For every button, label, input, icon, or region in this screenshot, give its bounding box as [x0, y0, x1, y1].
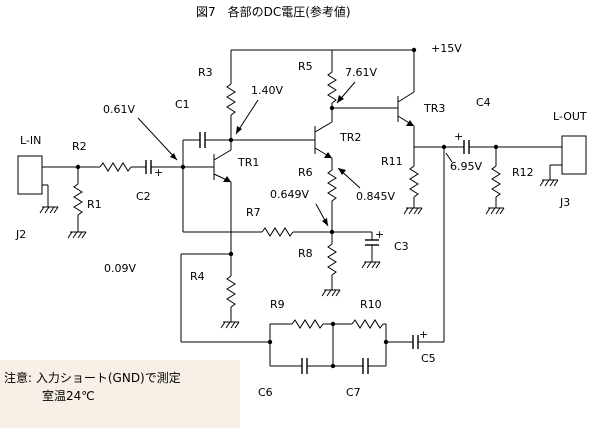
transistor-tr3 — [397, 91, 415, 127]
c4-label: C4 — [476, 96, 491, 109]
note-line-2: 室温24℃ — [42, 388, 95, 403]
resistor-r3 — [226, 83, 236, 116]
resistor-r10 — [351, 319, 384, 329]
c6-c7-node — [330, 363, 336, 369]
ground-r12 — [485, 207, 505, 215]
r1-label: R1 — [87, 198, 102, 211]
transistor-tr2 — [314, 121, 333, 159]
input-label: L-IN — [20, 134, 41, 147]
ground-r8 — [321, 289, 341, 297]
arrow-tr1-base-head — [170, 153, 177, 160]
r4-label: R4 — [190, 270, 205, 283]
c2-polarity: + — [154, 166, 163, 179]
r3-label: R3 — [198, 66, 213, 79]
note-line-1: 注意: 入力ショート(GND)で測定 — [4, 370, 181, 385]
r7-label: R7 — [246, 206, 261, 219]
c5-node — [383, 339, 389, 345]
voltage-tr1-emitter: 0.09V — [104, 262, 136, 275]
arrow-tr1-base — [137, 117, 178, 161]
resistor-r7 — [261, 227, 294, 237]
figure-title: 図7 各部のDC電圧(参考値) — [196, 4, 351, 19]
resistor-r4 — [226, 275, 236, 308]
c4-polarity: + — [454, 130, 463, 143]
supply-label: +15V — [431, 42, 462, 55]
c6-label: C6 — [258, 386, 273, 399]
voltage-feedback-node: 0.649V — [270, 188, 309, 201]
r9-label: R9 — [270, 298, 285, 311]
resistor-r1 — [73, 183, 83, 216]
resistor-r12 — [491, 165, 501, 198]
input-connector-j2 — [17, 155, 78, 214]
resistor-r8 — [327, 243, 337, 276]
arrow-feedback-node-head — [322, 218, 328, 226]
voltage-tr3-emitter: 6.95V — [450, 160, 482, 173]
voltage-tr2-collector: 7.61V — [345, 66, 377, 79]
resistor-r2 — [99, 162, 132, 172]
resistor-r5 — [327, 71, 337, 104]
r8-label: R8 — [298, 247, 313, 260]
r12-label: R12 — [512, 166, 534, 179]
r11-label: R11 — [381, 155, 403, 168]
input-ref: J2 — [15, 228, 26, 241]
arrow-tr3-emitter — [445, 152, 453, 163]
voltage-tr1-collector: 1.40V — [251, 84, 283, 97]
arrow-tr1-collector-head — [236, 126, 242, 134]
arrow-tr2-emitter-head — [338, 168, 346, 175]
r2-label: R2 — [72, 140, 87, 153]
c5-label: C5 — [421, 352, 436, 365]
ground-r4 — [220, 321, 240, 329]
output-label: L-OUT — [553, 110, 587, 123]
resistor-r9 — [291, 319, 324, 329]
r5-label: R5 — [298, 60, 313, 73]
c5-polarity: + — [419, 328, 428, 341]
r6-label: R6 — [298, 166, 313, 179]
c7-label: C7 — [346, 386, 361, 399]
resistor-r11 — [409, 165, 419, 198]
voltage-tr2-emitter: 0.845V — [356, 190, 395, 203]
transistor-tr1 — [213, 149, 232, 183]
arrow-tr2-collector-head — [337, 95, 344, 103]
c1-label: C1 — [175, 98, 190, 111]
output-connector-j3 — [539, 135, 587, 187]
r10-label: R10 — [360, 298, 382, 311]
tr3-label: TR3 — [423, 102, 445, 115]
c3-polarity: + — [375, 228, 384, 241]
tr1-label: TR1 — [237, 156, 259, 169]
note-background — [0, 360, 240, 428]
output-ref: J3 — [559, 196, 570, 209]
ground-r11 — [403, 207, 423, 215]
resistor-r6 — [327, 169, 337, 202]
ground-c3 — [361, 261, 381, 269]
ground-r1 — [67, 231, 87, 239]
c2-label: C2 — [136, 190, 151, 203]
c3-label: C3 — [394, 240, 409, 253]
tr2-label: TR2 — [339, 131, 361, 144]
voltage-tr1-base: 0.61V — [103, 103, 135, 116]
